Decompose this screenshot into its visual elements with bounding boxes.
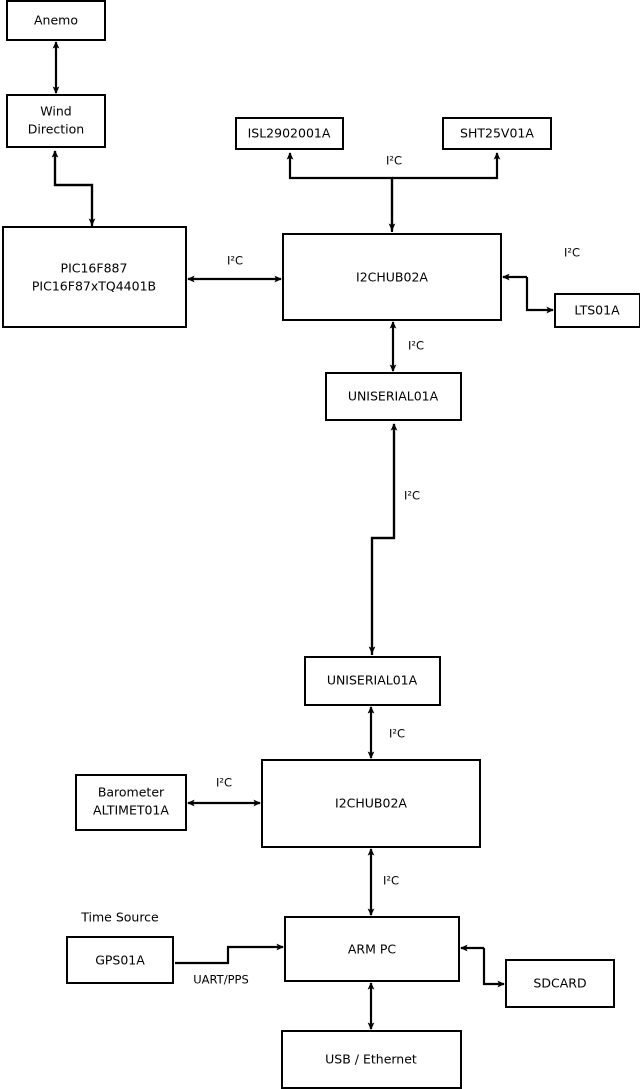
node-usb-ethernet[interactable]: USB / Ethernet	[281, 1030, 462, 1089]
node-sht25v01a[interactable]: SHT25V01A	[442, 117, 552, 150]
connector-gps-arm	[175, 943, 284, 965]
node-barometer-label-line2: ALTIMET01A	[93, 803, 169, 818]
connector-hub-sensors	[286, 152, 501, 232]
node-barometer[interactable]: Barometer ALTIMET01A	[75, 774, 187, 831]
node-wind-direction-label-line1: Wind	[40, 104, 71, 119]
node-wind-direction[interactable]: Wind Direction	[6, 94, 106, 148]
node-barometer-label-line1: Barometer	[98, 785, 165, 800]
node-sdcard-label: SDCARD	[533, 976, 586, 991]
node-arm-pc-box[interactable]	[284, 916, 460, 982]
node-barometer-box[interactable]	[75, 774, 187, 831]
edge-label-i2c-uniserial-link: I²C	[404, 489, 420, 503]
label-time-source: Time Source	[80, 910, 159, 925]
node-uniserial01a-lower-box[interactable]	[304, 656, 441, 706]
node-i2chub02a-bottom[interactable]: I2CHUB02A	[261, 759, 481, 848]
node-anemo-label: Anemo	[34, 13, 78, 28]
node-uniserial01a-upper-label: UNISERIAL01A	[348, 389, 439, 404]
connector-hub-lts	[502, 273, 554, 314]
node-arm-pc[interactable]: ARM PC	[284, 916, 460, 982]
node-arm-pc-label: ARM PC	[348, 942, 397, 957]
edge-label-i2c-hub-uniserial: I²C	[408, 339, 424, 353]
node-sdcard-box[interactable]	[505, 959, 615, 1008]
edge-label-i2c-barometer: I²C	[216, 776, 232, 790]
node-isl2902001a-box[interactable]	[235, 117, 344, 150]
node-uniserial01a-lower[interactable]: UNISERIAL01A	[304, 656, 441, 706]
connector-arm-to-sdcard-arrow	[482, 948, 505, 988]
node-isl2902001a-label: ISL2902001A	[248, 126, 331, 141]
node-uniserial01a-upper[interactable]: UNISERIAL01A	[325, 372, 462, 421]
connector-uniserial-down-arrow	[368, 424, 396, 654]
connector-pic-down-arrow	[53, 151, 96, 226]
edge-label-i2c-hub2-arm: I²C	[383, 874, 399, 888]
node-usb-ethernet-box[interactable]	[281, 1030, 462, 1089]
node-gps01a-label: GPS01A	[95, 953, 145, 968]
connector-wind-up-arrow	[51, 150, 94, 227]
node-pic-mcu[interactable]: PIC16F887 PIC16F87xTQ4401B	[2, 226, 187, 328]
connector-uniserial-up-arrow	[370, 423, 398, 655]
node-gps01a-box[interactable]	[66, 936, 174, 984]
node-lts01a-label: LTS01A	[574, 303, 620, 318]
node-isl2902001a[interactable]: ISL2902001A	[235, 117, 344, 150]
connector-arm-sdcard	[460, 944, 505, 988]
node-i2chub02a-top[interactable]: I2CHUB02A	[282, 233, 502, 321]
node-usb-ethernet-label: USB / Ethernet	[325, 1052, 417, 1067]
connector-uniserial-link	[368, 423, 398, 655]
edge-label-i2c-pic-hub: I²C	[227, 254, 243, 268]
edge-label-i2c-uniserial-hub2: I²C	[389, 727, 405, 741]
node-pic-mcu-box[interactable]	[2, 226, 187, 328]
node-i2chub02a-top-box[interactable]	[282, 233, 502, 321]
node-anemo-box[interactable]	[6, 0, 106, 41]
node-gps01a[interactable]: GPS01A	[66, 936, 174, 984]
edge-label-uart-pps: UART/PPS	[193, 973, 249, 987]
node-uniserial01a-lower-label: UNISERIAL01A	[327, 673, 418, 688]
node-sht25v01a-label: SHT25V01A	[460, 126, 534, 141]
node-i2chub02a-top-label: I2CHUB02A	[356, 270, 428, 285]
edge-label-i2c-sensors: I²C	[386, 154, 402, 168]
node-sht25v01a-box[interactable]	[442, 117, 552, 150]
edge-label-i2c-lts: I²C	[564, 246, 580, 260]
node-sdcard[interactable]: SDCARD	[505, 959, 615, 1008]
node-anemo[interactable]: Anemo	[6, 0, 106, 41]
connector-hub-to-lts-arrow	[525, 277, 554, 314]
connector-pic-wind	[51, 150, 96, 227]
node-i2chub02a-bottom-box[interactable]	[261, 759, 481, 848]
node-uniserial01a-upper-box[interactable]	[325, 372, 462, 421]
node-i2chub02a-bottom-label: I2CHUB02A	[335, 796, 407, 811]
connector-hub-sht-arrow	[392, 152, 501, 180]
node-pic-mcu-label-line2: PIC16F87xTQ4401B	[32, 279, 156, 294]
connector-hub-isl-arrow	[286, 152, 394, 232]
node-pic-mcu-label-line1: PIC16F887	[61, 261, 128, 276]
node-wind-direction-label-line2: Direction	[28, 122, 84, 137]
connector-gps-arm-line	[175, 943, 284, 965]
node-lts01a-box[interactable]	[554, 293, 640, 328]
node-lts01a[interactable]: LTS01A	[554, 293, 640, 328]
node-wind-direction-box[interactable]	[6, 94, 106, 148]
